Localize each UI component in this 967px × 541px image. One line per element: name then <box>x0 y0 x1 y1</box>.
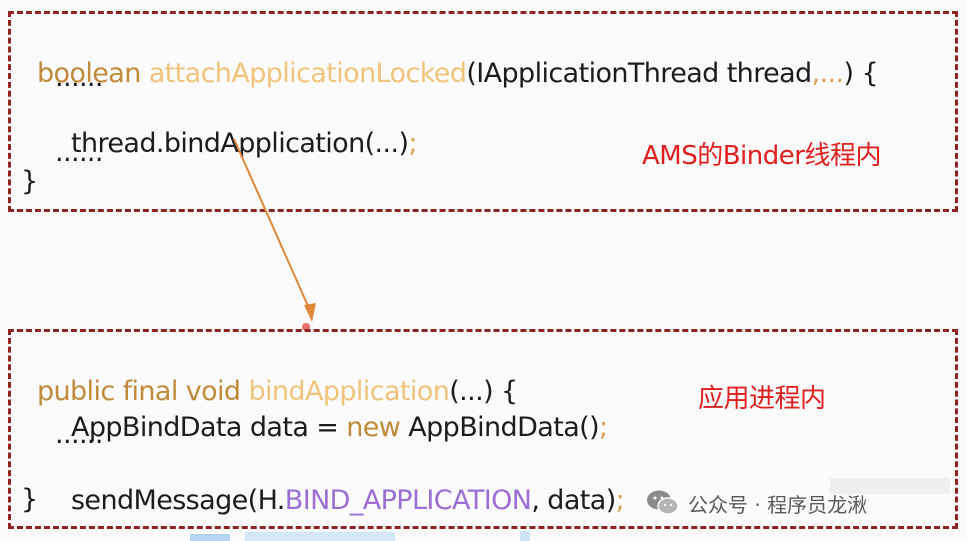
attach-application-signature: boolean attachApplicationLocked(IApplica… <box>21 23 879 91</box>
cutoff-artifact <box>190 531 530 541</box>
ctor-text: AppBindData() <box>400 412 600 443</box>
send-call-text: sendMessage(H. <box>70 485 285 516</box>
bind-application-signature: public final void bindApplication(...) { <box>21 341 518 409</box>
watermark: 公众号 · 程序员龙湫 <box>646 486 867 520</box>
watermark-text: 公众号 · 程序员龙湫 <box>688 492 868 517</box>
code-ellipsis-3: ...... <box>55 419 104 450</box>
code-ellipsis-2: ...... <box>55 137 104 168</box>
code-ellipsis-1: ...... <box>55 62 104 93</box>
app-process-note: 应用进程内 <box>698 384 826 414</box>
arrow-shaft <box>233 138 313 316</box>
blurred-region <box>830 478 950 494</box>
function-name-bind: bindApplication <box>248 376 450 407</box>
app-process-code-box <box>8 329 958 529</box>
send-call-rest: , data) <box>531 485 616 516</box>
closing-brace-bottom: } <box>21 484 38 515</box>
arrow-head <box>304 303 316 322</box>
send-message-call: sendMessage(H.BIND_APPLICATION, data); <box>55 450 625 518</box>
signature-close: ) { <box>843 58 879 89</box>
bind-call-semicolon: ; <box>408 128 417 159</box>
keyword-boolean: boolean <box>36 58 141 89</box>
keyword-new: new <box>346 412 401 443</box>
ams-code-box <box>8 11 958 212</box>
params-ellipsis: ,... <box>811 58 845 89</box>
bind-signature-rest: (...) { <box>449 376 518 407</box>
function-name-attach: attachApplicationLocked <box>148 58 467 89</box>
closing-brace-top: } <box>21 166 38 197</box>
app-bind-data-decl: AppBindData data = new AppBindData(); <box>55 377 608 445</box>
decl-semicolon: ; <box>599 412 608 443</box>
decl-text: AppBindData data = <box>70 412 347 443</box>
ams-binder-thread-note: AMS的Binder线程内 <box>642 141 881 171</box>
send-call-semicolon: ; <box>615 485 625 516</box>
wechat-icon <box>647 490 679 515</box>
keyword-public-final-void: public final void <box>36 376 241 407</box>
params-text: (IApplicationThread thread <box>466 58 812 89</box>
constant-bind-application: BIND_APPLICATION <box>284 485 532 516</box>
